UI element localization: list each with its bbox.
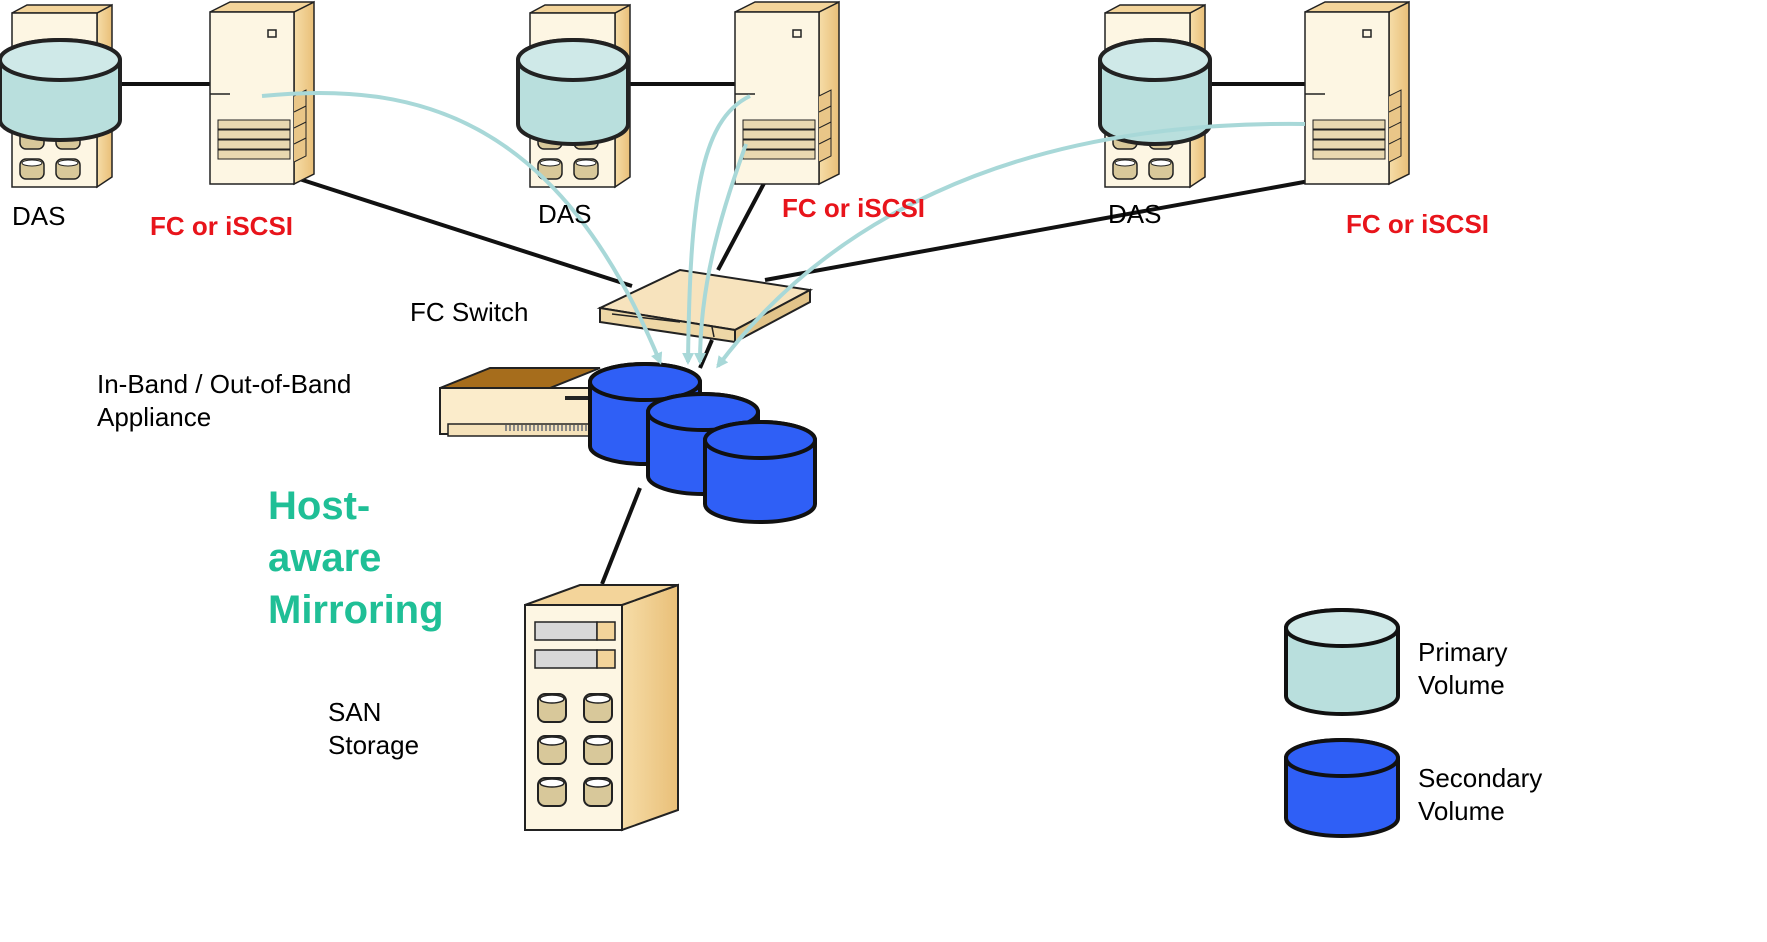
secondary-volumes <box>588 362 817 524</box>
san-storage-label: SAN Storage <box>328 696 419 761</box>
legend-primary-line1: Primary <box>1418 637 1508 667</box>
secondary-volume-3 <box>703 420 817 524</box>
legend-secondary-line1: Secondary <box>1418 763 1543 793</box>
legend-secondary-line2: Volume <box>1418 795 1505 826</box>
mirroring-title-line1: Host- <box>268 484 371 528</box>
mirror-arrow-1 <box>261 90 663 365</box>
legend-secondary-volume-icon <box>1284 738 1400 838</box>
connection-lines <box>115 82 1371 585</box>
das-label-3: DAS <box>1108 199 1162 229</box>
das-server-1 <box>0 4 122 188</box>
fc-switch <box>596 268 814 344</box>
appliance-san-link <box>600 487 642 585</box>
legend <box>1284 608 1400 838</box>
mirror-arrow-4 <box>716 121 1306 369</box>
mirroring-title-line2: aware <box>268 536 382 580</box>
fc-link-3 <box>764 168 1371 282</box>
host-server-3 <box>1304 1 1410 185</box>
mirror-arrows <box>261 90 1306 369</box>
appliance-label-line2: Appliance <box>97 401 212 432</box>
fc-link-1 <box>289 174 633 288</box>
appliance-label: In-Band / Out-of-Band Appliance <box>97 368 351 433</box>
san-storage-label-line2: Storage <box>328 729 420 760</box>
host-server-2 <box>734 1 840 185</box>
mirroring-title: Host- aware Mirroring <box>268 480 444 636</box>
das-server-3 <box>1098 4 1212 188</box>
legend-primary-volume-icon <box>1284 608 1400 716</box>
legend-secondary-label: Secondary Volume <box>1418 762 1542 827</box>
mirror-arrow-2 <box>682 94 751 365</box>
das-label-1: DAS <box>12 201 66 231</box>
fc-iscsi-label-1: FC or iSCSI <box>150 211 294 241</box>
san-storage-label-line1: SAN <box>328 697 382 727</box>
appliance <box>439 367 601 437</box>
legend-primary-line2: Volume <box>1418 669 1505 700</box>
fc-link-2 <box>716 171 772 271</box>
fc-switch-label: FC Switch <box>410 297 529 327</box>
das-server-2 <box>516 4 631 188</box>
appliance-label-line1: In-Band / Out-of-Band <box>97 369 352 399</box>
fc-iscsi-label-2: FC or iSCSI <box>782 193 926 223</box>
legend-primary-label: Primary Volume <box>1418 636 1508 701</box>
mirror-arrow-3 <box>694 143 748 365</box>
mirroring-title-line3: Mirroring <box>268 588 444 632</box>
san-storage <box>524 583 679 832</box>
das-label-2: DAS <box>538 199 592 229</box>
fc-iscsi-label-3: FC or iSCSI <box>1346 209 1490 239</box>
